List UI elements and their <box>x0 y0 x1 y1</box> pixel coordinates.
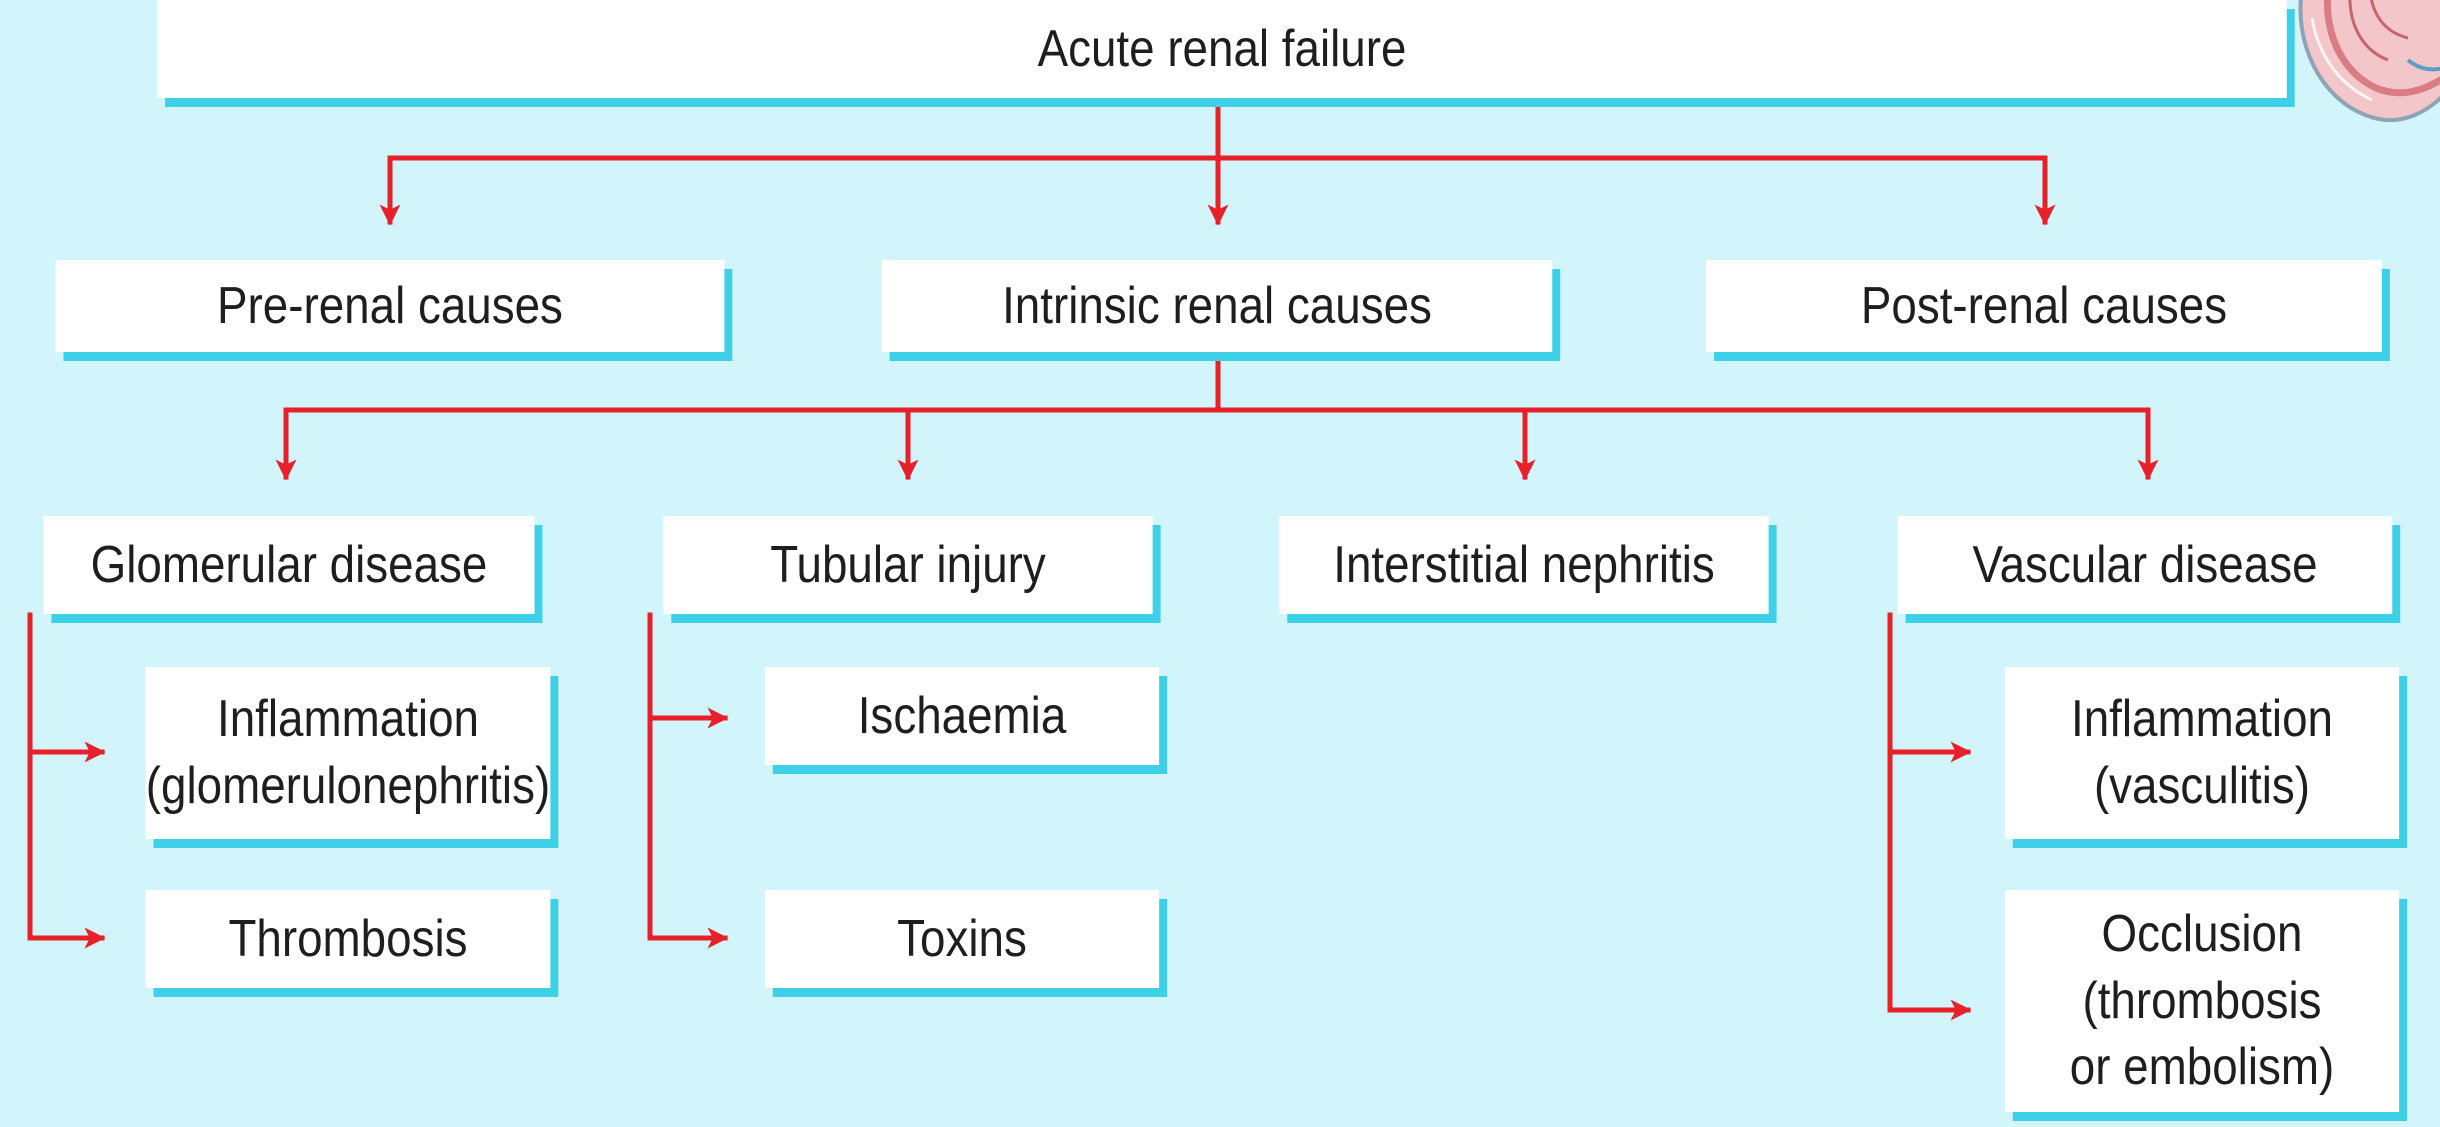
ischaemia-label: Ischaemia <box>858 683 1067 750</box>
kidney-icon <box>2288 0 2440 140</box>
vasculitis-box: Inflammation (vasculitis) <box>2005 667 2399 839</box>
glomerular-disease-label: Glomerular disease <box>91 532 488 599</box>
glomerular-thrombosis-label: Thrombosis <box>228 906 467 973</box>
ischaemia-box: Ischaemia <box>765 667 1159 765</box>
interstitial-nephritis-box: Interstitial nephritis <box>1279 516 1768 614</box>
toxins-label: Toxins <box>897 906 1027 973</box>
glomerular-disease-box: Glomerular disease <box>43 516 534 614</box>
occlusion-line2: (thrombosis <box>2082 968 2321 1035</box>
tubular-injury-label: Tubular injury <box>770 532 1046 599</box>
tubular-injury-box: Tubular injury <box>663 516 1152 614</box>
acute-renal-failure-label: Acute renal failure <box>1038 16 1407 83</box>
occlusion-box: Occlusion (thrombosis or embolism) <box>2005 890 2399 1112</box>
post-renal-causes-box: Post-renal causes <box>1706 260 2382 352</box>
acute-renal-failure-box: Acute renal failure <box>157 0 2287 98</box>
pre-renal-causes-box: Pre-renal causes <box>56 260 725 352</box>
intrinsic-renal-causes-label: Intrinsic renal causes <box>1002 273 1432 340</box>
glomerular-inflammation-box: Inflammation (glomerulonephritis) <box>146 667 551 839</box>
vasculitis-line2: (vasculitis) <box>2094 753 2310 820</box>
post-renal-causes-label: Post-renal causes <box>1861 273 2227 340</box>
glomerular-thrombosis-box: Thrombosis <box>146 890 551 988</box>
toxins-box: Toxins <box>765 890 1159 988</box>
vascular-disease-box: Vascular disease <box>1898 516 2393 614</box>
interstitial-nephritis-label: Interstitial nephritis <box>1333 532 1715 599</box>
occlusion-line1: Occlusion <box>2102 901 2303 968</box>
vasculitis-line1: Inflammation <box>2071 686 2333 753</box>
glomerular-inflammation-line1: Inflammation <box>217 686 479 753</box>
glomerular-inflammation-line2: (glomerulonephritis) <box>146 753 550 820</box>
occlusion-line3: or embolism) <box>2070 1034 2334 1101</box>
intrinsic-renal-causes-box: Intrinsic renal causes <box>882 260 1553 352</box>
pre-renal-causes-label: Pre-renal causes <box>217 273 563 340</box>
vascular-disease-label: Vascular disease <box>1972 532 2317 599</box>
